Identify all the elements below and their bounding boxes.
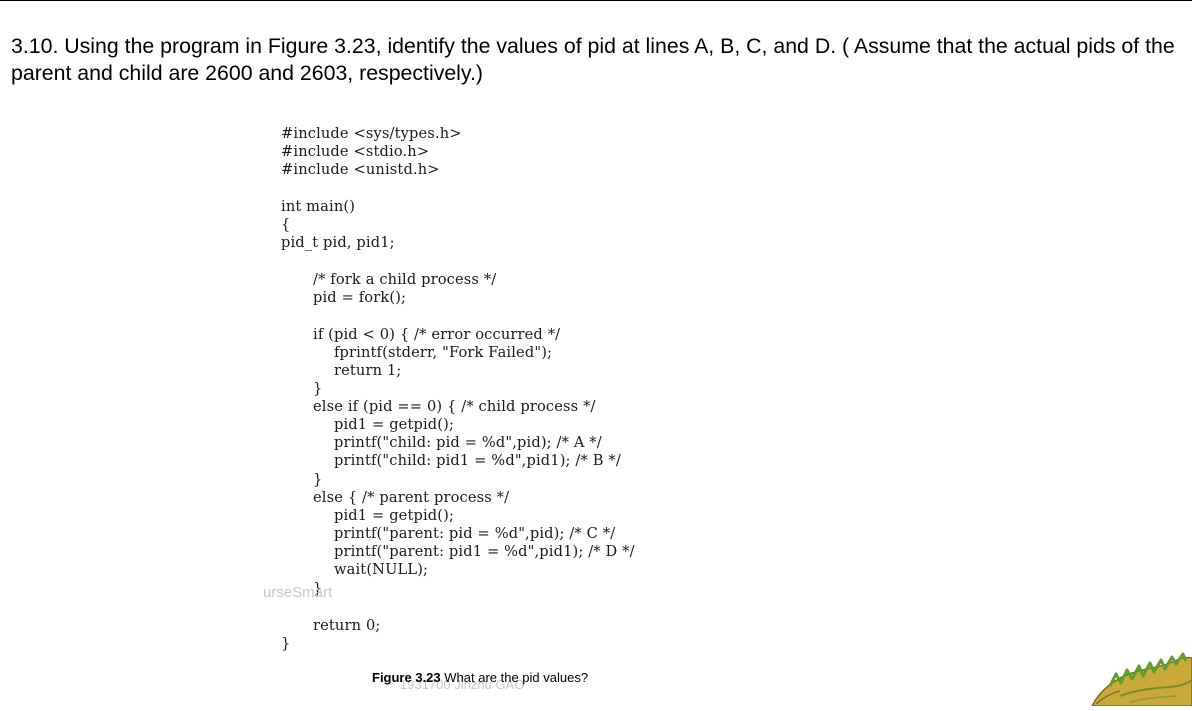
question-text: 3.10. Using the program in Figure 3.23, … — [11, 34, 1175, 85]
dinosaur-icon — [1090, 650, 1192, 707]
figure-caption: Figure 3.23 What are the pid values? — [372, 670, 588, 685]
code-line: fprintf(stderr, "Fork Failed"); — [334, 344, 553, 361]
watermark-text: 1931700 Jinzhu GAO — [400, 677, 525, 692]
code-line: printf("parent: pid1 = %d",pid1); /* D *… — [334, 543, 635, 560]
code-line: /* fork a child process */ — [313, 271, 497, 288]
code-line: } — [281, 635, 291, 652]
code-line: #include <sys/types.h> — [281, 125, 462, 142]
code-line: int main() — [281, 198, 356, 215]
figure-caption-label: Figure 3.23 — [372, 670, 441, 685]
code-line: } — [313, 580, 323, 597]
code-line: } — [313, 471, 323, 488]
figure-caption-text: What are the pid values? — [444, 670, 589, 685]
watermark-text: urseSmart — [263, 584, 333, 601]
top-divider — [0, 0, 1192, 1]
code-line: else { /* parent process */ — [313, 489, 510, 506]
code-line: #include <unistd.h> — [281, 161, 440, 178]
code-line: printf("child: pid = %d",pid); /* A */ — [334, 434, 602, 451]
code-line: pid1 = getpid(); — [334, 416, 455, 433]
code-line: else if (pid == 0) { /* child process */ — [313, 398, 596, 415]
code-line: pid_t pid, pid1; — [281, 234, 395, 251]
code-line: pid = fork(); — [313, 289, 407, 306]
code-line: { — [281, 216, 291, 233]
code-line: return 0; — [313, 617, 381, 634]
code-line: } — [313, 380, 323, 397]
code-line: wait(NULL); — [334, 561, 429, 578]
code-line: #include <stdio.h> — [281, 143, 430, 160]
code-line: return 1; — [334, 362, 402, 379]
code-line: if (pid < 0) { /* error occurred */ — [313, 326, 561, 343]
code-line: pid1 = getpid(); — [334, 507, 455, 524]
code-line: printf("child: pid1 = %d",pid1); /* B */ — [334, 452, 621, 469]
code-line: printf("parent: pid = %d",pid); /* C */ — [334, 525, 616, 542]
